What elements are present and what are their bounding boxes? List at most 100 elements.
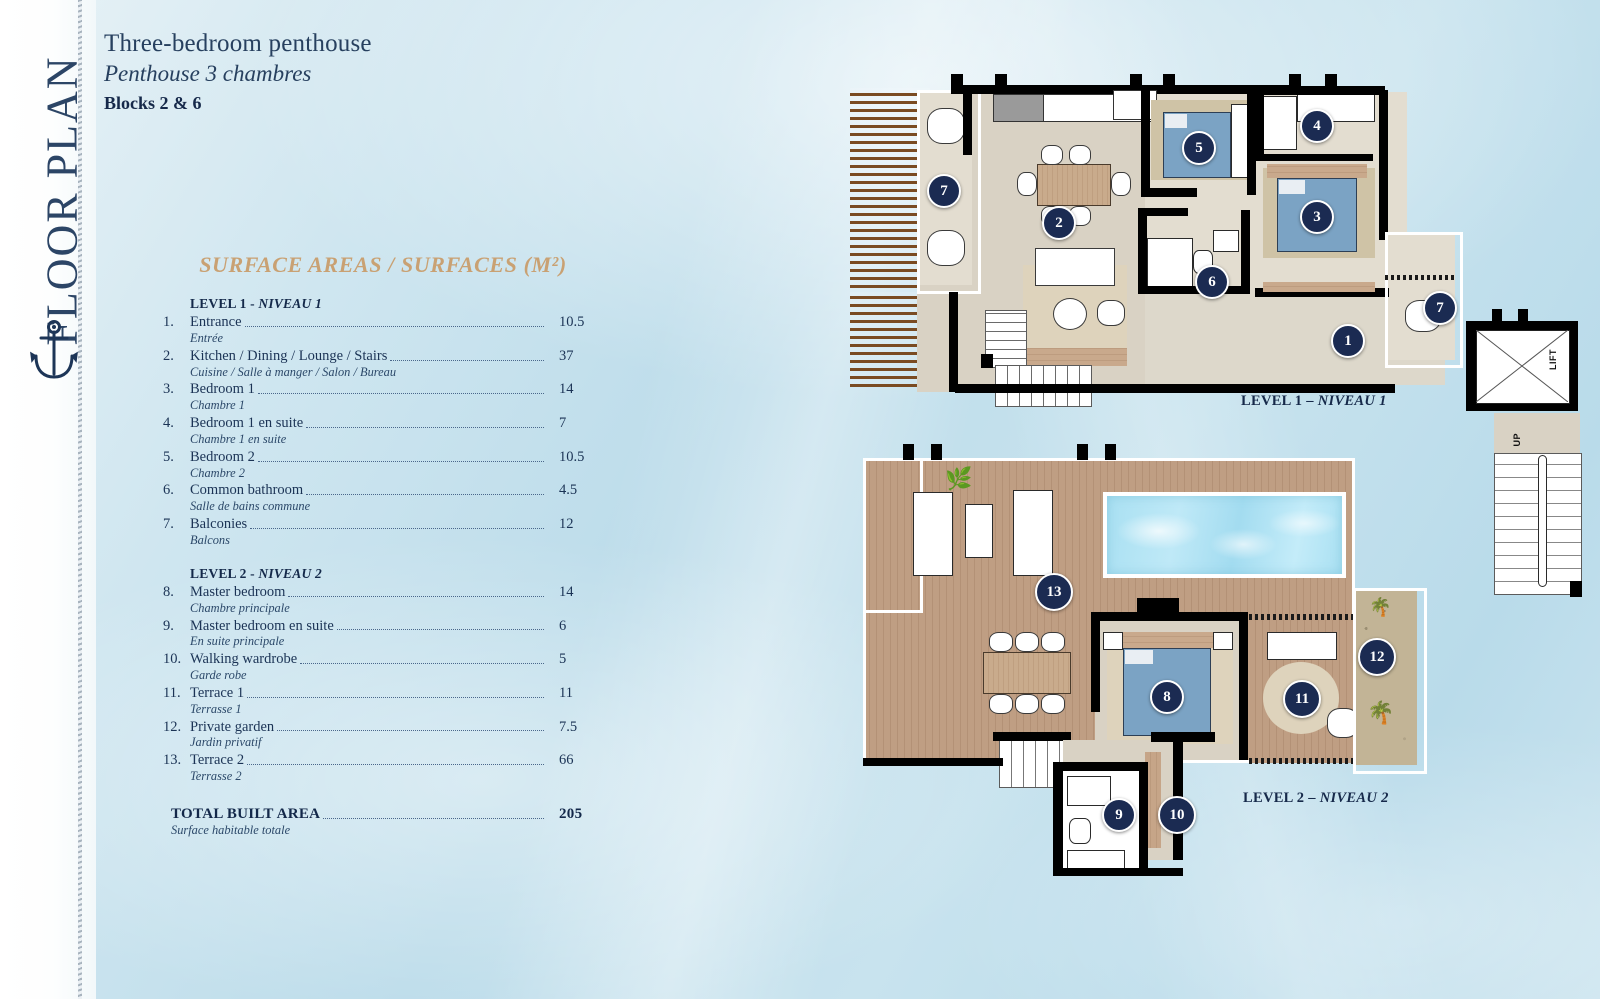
area-row-label-fr: Jardin privatif bbox=[190, 735, 262, 750]
core-wall-pier-b bbox=[1518, 309, 1528, 325]
wall-ensuite9-top bbox=[1053, 762, 1145, 771]
leader-dots bbox=[244, 317, 544, 327]
terrace-pier-3 bbox=[1077, 444, 1088, 460]
wall-master-left bbox=[1091, 612, 1100, 712]
wall-wardrobe-top bbox=[1151, 732, 1215, 742]
lounge-sofa bbox=[1035, 248, 1115, 286]
garden-palm-icon-2: 🌴 bbox=[1367, 700, 1395, 725]
wall-terrace-left-bottom bbox=[863, 758, 1003, 766]
leader-dots bbox=[288, 587, 544, 597]
bath6-shower bbox=[1147, 238, 1193, 288]
wall-top bbox=[951, 85, 1291, 94]
marker-12-private-garden: 12 bbox=[1358, 638, 1396, 676]
area-row-label-fr: Garde robe bbox=[190, 668, 247, 682]
leader-dots bbox=[250, 519, 544, 529]
area-row-value: 4.5 bbox=[559, 482, 578, 499]
lounge-armchair bbox=[1097, 300, 1125, 326]
marker-11-terrace-1: 11 bbox=[1283, 680, 1321, 718]
area-row-label-en: Private garden bbox=[190, 718, 275, 735]
up-label: UP bbox=[1512, 433, 1522, 447]
dining-table bbox=[1037, 164, 1111, 206]
sun-lounger-1 bbox=[913, 492, 953, 576]
core-landing bbox=[1494, 413, 1580, 455]
area-row-label-en: Entrance bbox=[190, 314, 242, 330]
floor-plan-level-2: 🌿 🌴 🌴 13 8 11 12 9 10 bbox=[855, 440, 1430, 876]
balcony-chair-2 bbox=[927, 230, 965, 266]
area-row-label-en: Balconies bbox=[190, 516, 248, 533]
wall-top-pier-4 bbox=[1163, 74, 1175, 94]
anchor-icon bbox=[28, 318, 80, 382]
wall-bedroom1-right bbox=[1379, 90, 1388, 240]
area-row-label-fr: Entrée bbox=[190, 330, 224, 345]
leader-dots bbox=[257, 452, 544, 462]
wall-bath6-left bbox=[1138, 210, 1147, 292]
potted-plant-icon: 🌿 bbox=[945, 466, 973, 491]
area-row-label-fr: Chambre 1 bbox=[190, 398, 245, 413]
total-built-area-row: TOTAL BUILT AREA 205 bbox=[171, 806, 603, 823]
ensuite9-wc bbox=[1069, 818, 1091, 844]
ensuite4-shower bbox=[1263, 96, 1297, 150]
wall-ensuite9-left bbox=[1053, 762, 1063, 874]
leader-dots bbox=[306, 485, 544, 496]
bath6-basin bbox=[1213, 230, 1239, 252]
wall-stairs-level2 bbox=[993, 732, 1071, 741]
wall-bath6-bottom bbox=[1138, 286, 1250, 294]
area-row-value: 6 bbox=[559, 617, 567, 634]
wall-ensuite4-top bbox=[1255, 86, 1385, 95]
leader-dots bbox=[390, 351, 544, 361]
area-row-label-en: Common bathroom bbox=[190, 482, 304, 499]
area-row-number: 8. bbox=[163, 583, 174, 600]
outdoor-chair-5 bbox=[1015, 694, 1039, 714]
wall-ensuite9-divider bbox=[1139, 762, 1148, 874]
marker-6-common-bathroom: 6 bbox=[1195, 265, 1229, 299]
area-row-label-en: Bedroom 2 bbox=[190, 448, 255, 465]
area-row-number: 13. bbox=[163, 752, 182, 769]
total-value: 205 bbox=[559, 805, 583, 822]
marker-1-entrance: 1 bbox=[1331, 324, 1365, 358]
bedroom1-headboard bbox=[1267, 164, 1367, 178]
floor-plan-level-1: 7 2 5 4 3 6 7 1 bbox=[845, 60, 1485, 407]
marker-3-bedroom1: 3 bbox=[1300, 200, 1334, 234]
core-wall-pier-a bbox=[1492, 309, 1502, 325]
leader-dots bbox=[306, 418, 544, 428]
leader-dots bbox=[257, 384, 544, 395]
terrace-1-hatch-top bbox=[1249, 614, 1355, 620]
area-row-value: 10.5 bbox=[559, 448, 585, 465]
area-row-number: 11. bbox=[163, 684, 181, 701]
master-nightstand-left bbox=[1103, 632, 1123, 650]
area-row-label-en: Bedroom 1 bbox=[190, 381, 255, 398]
area-row-label-fr: Chambre 2 bbox=[190, 465, 245, 480]
area-row: 5. Bedroom 2 10.5 bbox=[163, 449, 603, 466]
rope-divider bbox=[78, 0, 82, 999]
marker-5-bedroom2: 5 bbox=[1182, 131, 1216, 165]
area-row-number: 5. bbox=[163, 448, 174, 465]
marker-2-kitchen-dining: 2 bbox=[1042, 206, 1076, 240]
wall-ensuite4-pier bbox=[1289, 74, 1301, 90]
wall-master-top-pier bbox=[1137, 598, 1179, 614]
leader-dots bbox=[277, 721, 544, 732]
wall-left-lower bbox=[949, 292, 958, 392]
plan-label-level-1: LEVEL 1 – NIVEAU 1 bbox=[1241, 393, 1387, 409]
leader-dots bbox=[323, 809, 544, 819]
area-row-value: 14 bbox=[559, 583, 574, 600]
terrace-1-console bbox=[1267, 632, 1337, 660]
plan-label-level-2: LEVEL 2 – NIVEAU 2 bbox=[1243, 790, 1389, 806]
leader-dots bbox=[247, 755, 544, 766]
area-row-label-fr: Salle de bains commune bbox=[190, 499, 311, 514]
bedroom1-threshold bbox=[1263, 282, 1375, 292]
wall-bedroom2-bottom bbox=[1141, 188, 1197, 197]
wall-bath6-top bbox=[1138, 208, 1188, 216]
area-row-number: 4. bbox=[163, 415, 174, 432]
area-row-label-en: Terrace 2 bbox=[190, 752, 245, 769]
wall-master-top bbox=[1091, 612, 1247, 621]
terrace-pier-4 bbox=[1105, 444, 1116, 460]
wall-top-pier-1 bbox=[951, 74, 963, 94]
wall-bedroom2-left bbox=[1141, 90, 1150, 190]
